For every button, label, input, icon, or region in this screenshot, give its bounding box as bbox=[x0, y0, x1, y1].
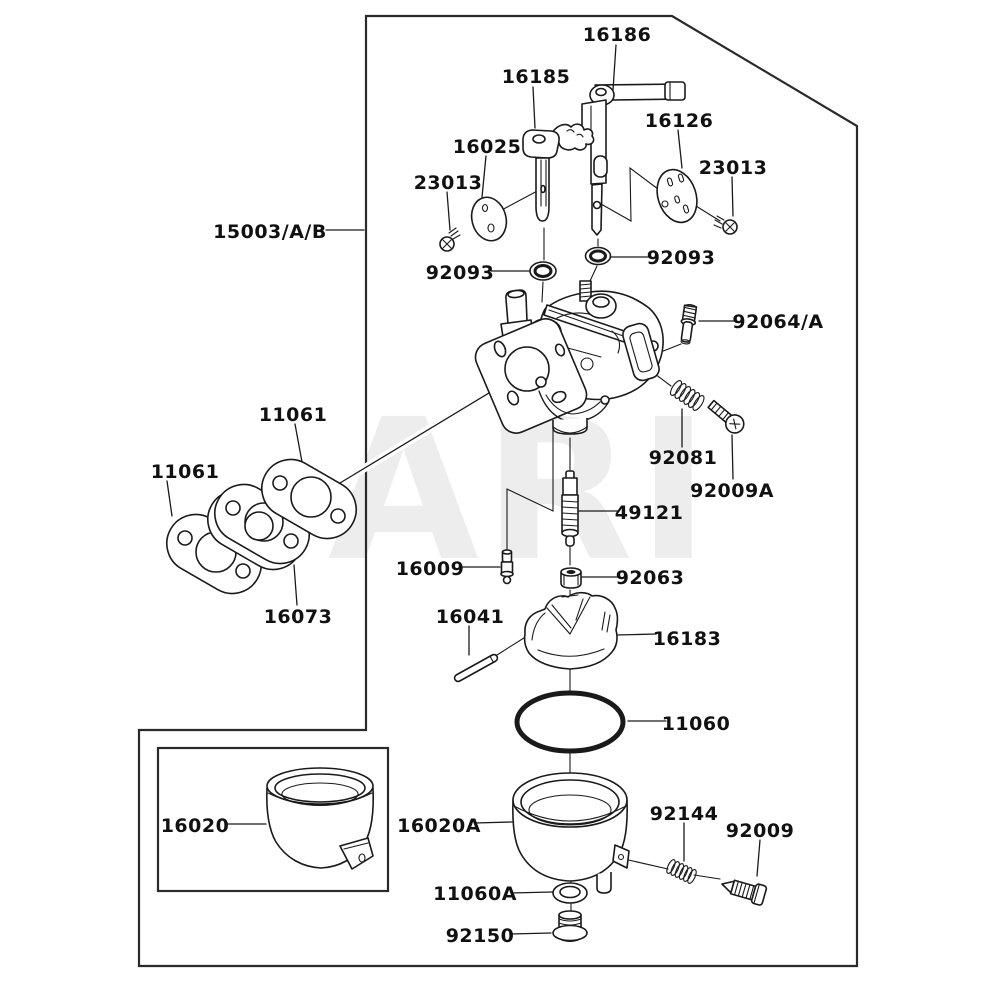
label-92009: 92009 bbox=[726, 820, 795, 842]
label-16073: 16073 bbox=[264, 606, 333, 628]
label-16126: 16126 bbox=[645, 110, 714, 132]
label-16025: 16025 bbox=[453, 136, 522, 158]
choke-valve-16025 bbox=[470, 196, 508, 242]
label-92009a: 92009A bbox=[690, 480, 774, 502]
float-16183 bbox=[523, 591, 619, 670]
label-92064: 92064/A bbox=[732, 311, 823, 333]
screw-23013-left bbox=[439, 227, 461, 252]
label-23013-left: 23013 bbox=[414, 172, 483, 194]
float-bowl-16020a bbox=[512, 772, 630, 894]
screw-92009 bbox=[721, 879, 768, 906]
screw-92009a bbox=[707, 399, 745, 434]
inset-box-16020 bbox=[156, 746, 390, 893]
label-92093-left: 92093 bbox=[426, 262, 495, 284]
pilot-screw-92064 bbox=[680, 304, 698, 345]
axis-throttle-link bbox=[589, 238, 599, 282]
line-plate16126-to-screw bbox=[695, 205, 721, 222]
leader-11060a bbox=[510, 891, 553, 894]
axis-choke-shaft bbox=[541, 227, 545, 303]
gasket-11061-upper bbox=[261, 458, 357, 540]
washer-92093-right bbox=[584, 246, 612, 266]
o-ring-11060 bbox=[514, 690, 626, 754]
leader-92150 bbox=[509, 932, 552, 935]
float-bowl-16020 bbox=[266, 767, 375, 870]
spring-92144 bbox=[666, 859, 697, 884]
part-number-labels: 16186 16185 16025 23013 16126 23013 1500… bbox=[151, 24, 823, 947]
outer-border bbox=[137, 14, 859, 968]
choke-shaft-16185 bbox=[522, 123, 595, 222]
label-23013-right: 23013 bbox=[699, 157, 768, 179]
screw-23013-right bbox=[713, 215, 738, 235]
choke-lever-16186 bbox=[581, 81, 686, 236]
label-16009: 16009 bbox=[396, 558, 465, 580]
spring-92081 bbox=[669, 380, 705, 411]
parts-drawings bbox=[166, 81, 768, 943]
leader-16025 bbox=[481, 155, 487, 198]
label-92150: 92150 bbox=[446, 925, 515, 947]
line-bowl-screw bbox=[623, 858, 721, 880]
leader-16073 bbox=[293, 564, 298, 606]
label-16186: 16186 bbox=[583, 24, 652, 46]
label-92093-right: 92093 bbox=[647, 247, 716, 269]
washer-11060a bbox=[552, 882, 588, 904]
leader-lines bbox=[166, 44, 761, 935]
label-92063: 92063 bbox=[616, 567, 685, 589]
line-plate16126-to-shaft bbox=[600, 166, 659, 222]
label-16020: 16020 bbox=[161, 815, 230, 837]
leader-16126 bbox=[677, 129, 683, 169]
label-11061-left: 11061 bbox=[151, 461, 220, 483]
leader-16183 bbox=[616, 633, 657, 636]
label-16020a: 16020A bbox=[397, 815, 481, 837]
leader-11061-left bbox=[166, 480, 173, 517]
needle-valve-16009 bbox=[500, 549, 514, 585]
label-16183: 16183 bbox=[653, 628, 722, 650]
leader-11061-upper bbox=[294, 423, 303, 463]
leader-23013-right bbox=[731, 176, 734, 217]
line-plate16025-to-shaft bbox=[497, 188, 542, 213]
jet-holder-92063 bbox=[560, 567, 582, 589]
drain-plug-92150 bbox=[552, 910, 588, 943]
washer-92093-left bbox=[529, 261, 557, 281]
label-11060: 11060 bbox=[662, 713, 731, 735]
label-11060a: 11060A bbox=[433, 883, 517, 905]
leader-16186 bbox=[612, 44, 617, 91]
label-92144: 92144 bbox=[650, 803, 719, 825]
carburetor-body-15003 bbox=[474, 280, 664, 435]
leader-23013-left bbox=[446, 191, 451, 231]
throttle-valve-16126 bbox=[656, 168, 698, 224]
main-jet-49121 bbox=[561, 470, 579, 547]
float-pin-16041 bbox=[453, 653, 499, 683]
leader-92009a bbox=[731, 434, 734, 480]
label-92081: 92081 bbox=[649, 447, 718, 469]
label-16185: 16185 bbox=[502, 66, 571, 88]
label-16041: 16041 bbox=[436, 606, 505, 628]
label-11061-upper: 11061 bbox=[259, 404, 328, 426]
diagram-border bbox=[137, 14, 859, 968]
line-needle-valve-seat bbox=[506, 428, 554, 552]
line-pin-to-float bbox=[496, 635, 528, 656]
leader-16020a bbox=[474, 821, 513, 824]
leader-92009 bbox=[756, 839, 761, 877]
label-49121: 49121 bbox=[615, 502, 684, 524]
leader-16185 bbox=[532, 86, 536, 129]
label-15003: 15003/A/B bbox=[213, 221, 327, 243]
